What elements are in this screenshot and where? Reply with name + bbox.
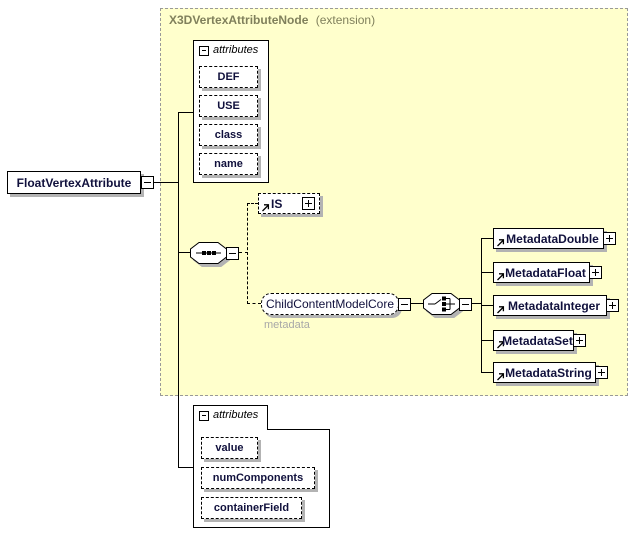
- element-label: IS: [271, 196, 283, 211]
- reference-arrow-icon: [262, 204, 270, 212]
- collapse-toggle-attr-bottom[interactable]: [199, 411, 209, 421]
- attribute-name[interactable]: name: [199, 153, 258, 175]
- attribute-label: value: [215, 442, 244, 454]
- extension-frame-title: X3DVertexAttributeNode (extension): [169, 13, 375, 27]
- connector-is: [247, 203, 258, 204]
- element-label: MetadataInteger: [507, 298, 601, 313]
- connector-attr-top: [178, 112, 193, 113]
- group-child-content-model-core[interactable]: ChildContentModelCore: [261, 293, 399, 315]
- group-annotation: metadata: [264, 319, 310, 331]
- reference-arrow-icon: [497, 273, 505, 281]
- extension-suffix: (extension): [315, 13, 376, 27]
- expand-toggle-metadata-integer[interactable]: [606, 299, 619, 312]
- element-label: MetadataString: [505, 365, 592, 380]
- element-label: MetadataFloat: [505, 265, 586, 280]
- element-label: MetadataDouble: [506, 231, 599, 246]
- attribute-label: numComponents: [212, 472, 304, 484]
- group-label: ChildContentModelCore: [265, 297, 395, 311]
- element-metadata-float[interactable]: MetadataFloat: [493, 262, 590, 283]
- choice-indicator[interactable]: [423, 293, 460, 315]
- attribute-container-field[interactable]: containerField: [201, 497, 302, 519]
- collapse-toggle-sequence[interactable]: [226, 247, 239, 260]
- attribute-group-header: attributes: [213, 409, 259, 421]
- extension-base-type: X3DVertexAttributeNode: [169, 13, 309, 27]
- collapse-toggle-attr-top[interactable]: [199, 46, 209, 56]
- connector-md-integer: [481, 305, 493, 306]
- element-metadata-set[interactable]: MetadataSet: [493, 330, 574, 351]
- element-metadata-double[interactable]: MetadataDouble: [493, 228, 604, 249]
- connector-attr-bottom: [178, 467, 193, 468]
- expand-toggle-is[interactable]: [302, 197, 315, 210]
- attribute-label: USE: [217, 100, 240, 112]
- collapse-toggle-choice[interactable]: [459, 298, 472, 311]
- connector-md-double: [481, 238, 493, 239]
- attribute-use[interactable]: USE: [199, 95, 258, 117]
- reference-arrow-icon: [497, 306, 505, 314]
- expand-toggle-metadata-float[interactable]: [589, 266, 602, 279]
- attribute-class[interactable]: class: [199, 124, 258, 146]
- connector-root: [154, 182, 179, 183]
- connector-trunk: [178, 112, 179, 468]
- attribute-num-components[interactable]: numComponents: [201, 467, 315, 489]
- reference-arrow-icon: [497, 341, 505, 349]
- attribute-group-header: attributes: [213, 44, 259, 56]
- element-metadata-integer[interactable]: MetadataInteger: [493, 295, 607, 316]
- connector-seq-out: [239, 252, 248, 253]
- attribute-label: name: [214, 158, 243, 170]
- attribute-label: class: [214, 129, 243, 141]
- connector-md-float: [481, 272, 493, 273]
- element-metadata-string[interactable]: MetadataString: [493, 362, 596, 383]
- connector-ccmc-choice: [410, 303, 423, 304]
- reference-arrow-icon: [497, 373, 505, 381]
- reference-arrow-icon: [497, 239, 505, 247]
- element-float-vertex-attribute[interactable]: FloatVertexAttribute: [7, 171, 141, 194]
- connector-choice-out: [471, 303, 481, 304]
- expand-toggle-metadata-string[interactable]: [595, 366, 608, 379]
- connector-ccmc: [247, 303, 261, 304]
- element-label: FloatVertexAttribute: [16, 175, 132, 190]
- expand-toggle-metadata-double[interactable]: [603, 232, 616, 245]
- connector-md-string: [481, 372, 493, 373]
- connector-seq-branch: [247, 203, 248, 304]
- connector-sequence: [178, 252, 191, 253]
- sequence-indicator[interactable]: [190, 242, 227, 264]
- connector-md-set: [481, 340, 493, 341]
- collapse-toggle-ccmc[interactable]: [398, 298, 411, 311]
- attribute-value[interactable]: value: [201, 437, 258, 459]
- collapse-toggle-root[interactable]: [141, 176, 154, 189]
- expand-toggle-metadata-set[interactable]: [573, 334, 586, 347]
- attribute-label: DEF: [217, 71, 240, 83]
- attribute-def[interactable]: DEF: [199, 66, 258, 88]
- attribute-label: containerField: [213, 502, 290, 514]
- element-label: MetadataSet: [502, 333, 573, 348]
